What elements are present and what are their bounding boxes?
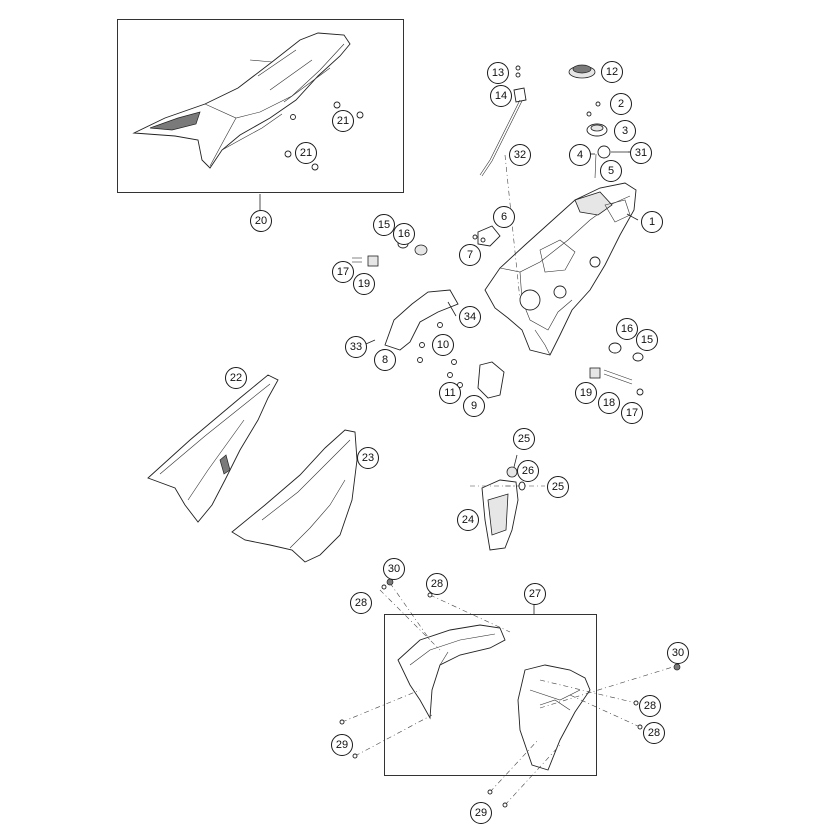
intake-duct	[470, 454, 545, 551]
fuel-cap	[568, 64, 630, 179]
callout-23: 23	[357, 447, 379, 469]
callout-1: 1	[641, 211, 663, 233]
callout-12: 12	[601, 61, 623, 83]
right-spoiler	[517, 664, 591, 771]
callout-6: 6	[493, 206, 515, 228]
callout-34: 34	[459, 306, 481, 328]
brackets	[384, 225, 505, 399]
callout-30-b: 30	[667, 642, 689, 664]
callout-28-c: 28	[639, 695, 661, 717]
callout-29-b: 29	[470, 802, 492, 824]
callout-24: 24	[457, 509, 479, 531]
callout-27: 27	[524, 583, 546, 605]
callout-5: 5	[600, 160, 622, 182]
callout-32: 32	[509, 144, 531, 166]
left-side-cover	[147, 374, 279, 523]
callout-25-top: 25	[513, 428, 535, 450]
callout-21-bottom: 21	[295, 142, 317, 164]
bushings-right	[589, 342, 644, 396]
callout-16-left: 16	[393, 223, 415, 245]
callout-19-right: 19	[575, 382, 597, 404]
callout-10: 10	[432, 334, 454, 356]
frame-part	[484, 182, 637, 356]
callout-7: 7	[459, 244, 481, 266]
assembly-lines	[341, 154, 677, 806]
callout-26: 26	[517, 460, 539, 482]
callout-28-d: 28	[643, 722, 665, 744]
bushings-left	[352, 239, 428, 267]
callout-25-right: 25	[547, 476, 569, 498]
callout-30-a: 30	[383, 558, 405, 580]
right-side-cover	[231, 429, 358, 563]
callout-19-left: 19	[353, 273, 375, 295]
seat-part	[132, 32, 351, 169]
callout-22: 22	[225, 367, 247, 389]
callout-3: 3	[614, 120, 636, 142]
callout-20: 20	[250, 210, 272, 232]
callout-9: 9	[463, 395, 485, 417]
callout-33: 33	[345, 336, 367, 358]
callout-18: 18	[598, 392, 620, 414]
callout-14: 14	[490, 85, 512, 107]
spoiler-kit-frame	[384, 614, 597, 776]
callout-15-left: 15	[373, 214, 395, 236]
left-spoiler	[397, 624, 506, 720]
callout-11: 11	[439, 382, 461, 404]
callout-17-left: 17	[332, 261, 354, 283]
breather-hose	[479, 65, 527, 177]
callout-28-a: 28	[350, 592, 372, 614]
callout-29-a: 29	[331, 734, 353, 756]
seat-group-frame	[117, 19, 404, 193]
seat-screws	[284, 101, 364, 171]
callout-13: 13	[487, 62, 509, 84]
callout-16-right: 16	[616, 318, 638, 340]
callout-2: 2	[610, 93, 632, 115]
callout-21-top: 21	[332, 110, 354, 132]
callout-15-right: 15	[636, 329, 658, 351]
callout-31: 31	[630, 142, 652, 164]
callout-4: 4	[569, 144, 591, 166]
callout-28-b: 28	[426, 573, 448, 595]
callout-17-right: 17	[621, 402, 643, 424]
callout-8: 8	[374, 349, 396, 371]
